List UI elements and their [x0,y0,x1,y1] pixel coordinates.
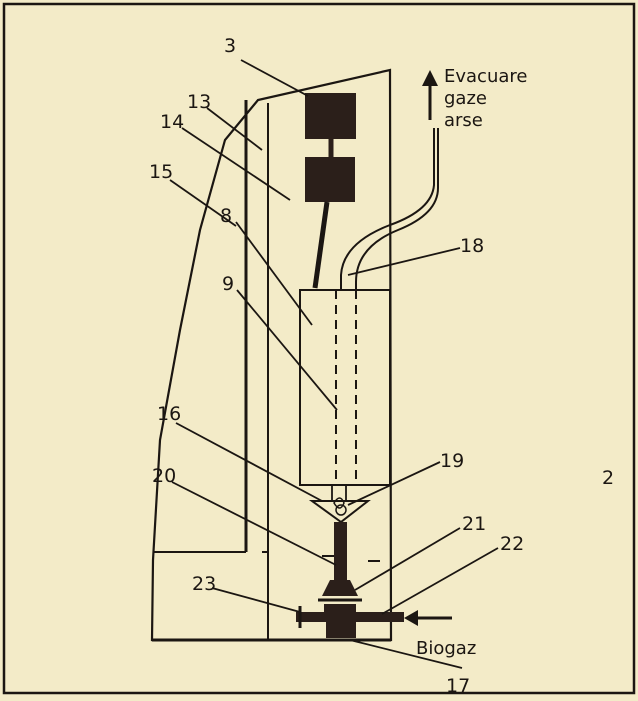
inlet-pipe [296,612,404,622]
block-upper [305,93,356,139]
leader-9 [236,289,338,411]
biogaz-arrow-icon [404,610,418,626]
exhaust-label-line1: Evacuare [444,66,527,87]
label-15: 15 [149,161,173,183]
bottom-joint [326,622,356,638]
leader-16 [175,422,323,502]
valve-body [322,580,358,596]
label-13: 13 [187,91,211,113]
label-20: 20 [152,465,176,487]
leader-3 [240,59,309,97]
leader-21 [354,527,461,591]
label-22: 22 [500,533,524,555]
label-23: 23 [192,573,216,595]
block-lower [305,157,355,202]
leader-17 [349,639,463,669]
exhaust-label-line2: gaze [444,88,487,109]
leader-13 [206,107,263,151]
flame-icon [333,497,345,509]
figure-number: 2 [602,467,614,489]
leader-19 [347,461,441,506]
leader-23 [211,587,301,613]
label-8: 8 [220,205,232,227]
leader-22 [381,547,499,615]
label-19: 19 [440,450,464,472]
exhaust-pipe-right-wall [355,128,439,290]
chamber-8 [299,289,391,486]
leader-15 [169,179,237,227]
leader-14 [181,127,291,201]
label-18: 18 [460,235,484,257]
label-14: 14 [160,111,184,133]
exhaust-pipe-left-wall [340,128,435,290]
label-3: 3 [224,35,236,57]
burner-nozzle [335,504,347,516]
leader-20 [171,481,337,566]
leader-18 [347,247,461,276]
label-17: 17 [446,675,470,697]
suspension-rod [312,201,330,289]
label-9: 9 [222,273,234,295]
burner-stem [334,522,347,580]
label-21: 21 [462,513,486,535]
leader-8 [235,221,313,326]
exhaust-label-line3: arse [444,110,483,131]
label-16: 16 [157,403,181,425]
burner-cone [308,500,371,524]
biogaz-label: Biogaz [416,638,476,659]
exhaust-arrow-icon [422,70,438,86]
exhaust-pipe-guide [328,128,418,290]
leader-lines [169,59,499,669]
